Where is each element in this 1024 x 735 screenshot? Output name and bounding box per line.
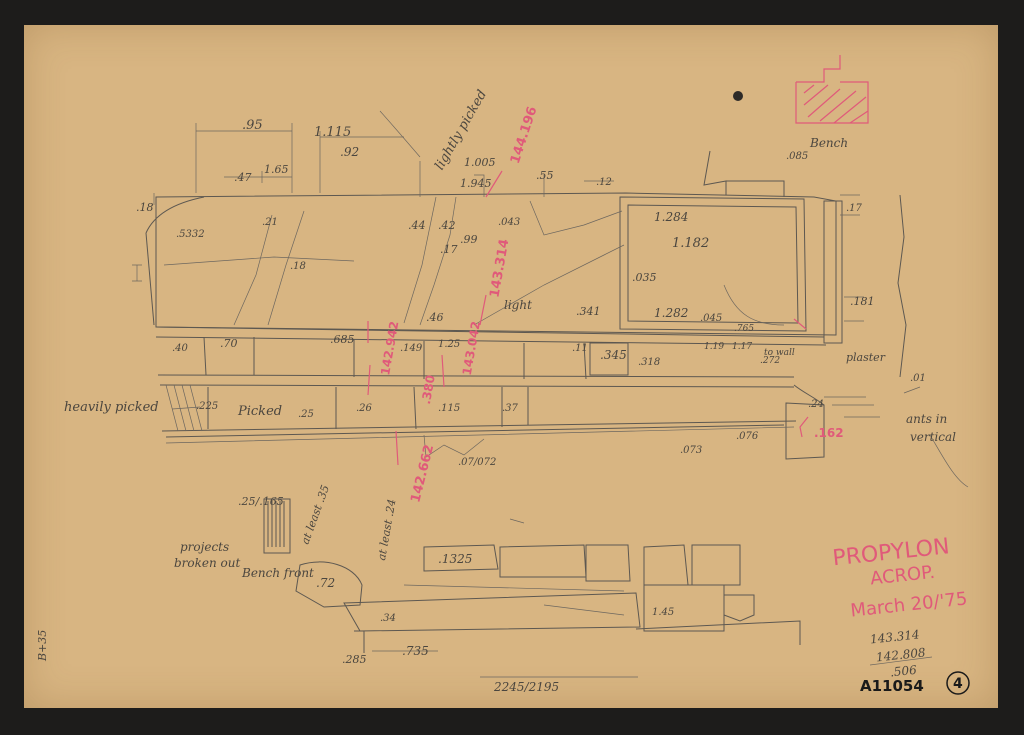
dim-label: .18 <box>136 201 154 214</box>
dim-label: .17 <box>440 243 458 256</box>
note-vertical: vertical <box>910 430 956 444</box>
dim-label: .318 <box>638 357 660 368</box>
dim-label: .12 <box>596 177 612 188</box>
note-light: light <box>504 298 532 312</box>
dim-label: .11 <box>572 343 588 354</box>
dim-label: .345 <box>600 348 627 362</box>
dim-label: .225 <box>196 401 218 412</box>
dim-label: .085 <box>786 151 808 162</box>
dim-label: 1.284 <box>654 210 688 224</box>
dim-label: .18 <box>290 261 306 272</box>
elevation-label: 142.662 <box>408 443 437 504</box>
dim-label: .34 <box>380 613 396 624</box>
dim-label: .685 <box>330 333 355 346</box>
sheet-number: 4 <box>953 676 963 692</box>
dim-label: .17 <box>846 203 863 214</box>
dimension-lines <box>132 110 969 488</box>
dim-label: .341 <box>576 305 601 318</box>
dim-label: .40 <box>172 343 189 354</box>
dim-label: .149 <box>400 343 423 354</box>
red-leaders <box>367 170 809 466</box>
plan-section <box>263 498 801 678</box>
dim-label: .72 <box>316 576 335 590</box>
dim-label: .44 <box>408 219 426 232</box>
sum-b: 142.808 <box>875 645 926 664</box>
note-ants: ants in <box>906 412 947 426</box>
dim-label: .46 <box>426 311 444 324</box>
note-bench: Bench <box>809 136 848 150</box>
note-at-least-b: at least .24 <box>375 498 399 561</box>
dimension-labels: .95 1.115 .92 .47 1.65 1.005 1.945 .55 .… <box>136 118 926 694</box>
dim-label: .26 <box>356 403 373 414</box>
dim-label: .285 <box>342 653 367 666</box>
note-projects: projects <box>180 540 229 554</box>
dim-label: .045 <box>700 313 722 324</box>
dim-label: 1.945 <box>460 177 492 190</box>
title-block: PROPYLON ACROP. March 20/'75 143.314 142… <box>831 534 970 695</box>
architectural-sketch: .95 1.115 .92 .47 1.65 1.005 1.945 .55 .… <box>36 55 970 695</box>
sheet-number-circle <box>946 671 970 695</box>
elevation-label: .380 <box>419 374 438 406</box>
dim-label: .70 <box>220 337 238 350</box>
dim-label: .42 <box>438 219 456 232</box>
elevation-label: .162 <box>814 426 844 440</box>
dim-label: 1.45 <box>652 607 674 618</box>
note-to-wall: to wall <box>764 348 795 358</box>
drawing-sheet: .95 1.115 .92 .47 1.65 1.005 1.945 .55 .… <box>24 25 998 708</box>
sum-c: .506 <box>889 663 917 680</box>
dim-label: 1.19 <box>704 342 724 352</box>
catalog-number: A11054 <box>860 677 924 695</box>
dim-label: 1.115 <box>314 125 351 140</box>
dim-label: .25/.165 <box>238 495 284 508</box>
pencil-notes: heavily picked Picked lightly picked lig… <box>36 88 956 662</box>
dim-label: .24 <box>808 399 824 410</box>
note-picked: Picked <box>237 404 282 419</box>
elevation-label: 143.042 <box>460 320 483 376</box>
title-date: March 20/'75 <box>849 588 968 621</box>
bench-detail <box>733 55 869 124</box>
note-heavily-picked: heavily picked <box>64 400 159 415</box>
dim-label: 1.282 <box>654 306 688 320</box>
note-side: B+35 <box>36 630 49 662</box>
dim-label: .765 <box>734 324 754 334</box>
dim-label: .272 <box>760 356 780 366</box>
dim-label: 1.17 <box>732 342 752 352</box>
dim-label: .01 <box>910 373 926 384</box>
note-at-least-a: at least .35 <box>299 483 332 546</box>
dim-label: 1.25 <box>438 339 460 350</box>
dim-label: .735 <box>402 644 429 658</box>
dim-label: .95 <box>242 118 263 133</box>
dim-label: .25 <box>298 409 314 420</box>
dim-label: .073 <box>680 445 702 456</box>
wall-elevation <box>145 150 907 460</box>
note-bench-front: Bench front <box>241 566 314 580</box>
dim-label: .55 <box>536 169 554 182</box>
dim-label: .035 <box>632 271 657 284</box>
dim-label: 2245/2195 <box>493 680 559 694</box>
note-broken-out: broken out <box>174 556 241 570</box>
dim-label: .076 <box>736 431 759 442</box>
dim-label: 1.005 <box>464 156 496 169</box>
dim-label: .115 <box>438 403 460 414</box>
dim-label: .043 <box>498 217 520 228</box>
dim-label: .37 <box>502 403 519 414</box>
dim-label: .99 <box>460 233 478 246</box>
note-plaster: plaster <box>846 351 886 364</box>
elevation-label: 144.196 <box>508 105 541 166</box>
dim-label: .47 <box>234 171 252 184</box>
dim-label: .1325 <box>438 552 472 566</box>
elevation-label: 142.942 <box>378 320 401 376</box>
sum-a: 143.314 <box>869 627 920 646</box>
dim-label: 1.182 <box>672 236 709 251</box>
dim-label: .92 <box>340 145 359 159</box>
dim-label: .5332 <box>176 229 205 240</box>
dim-label: .21 <box>262 217 278 228</box>
dim-label: .07/072 <box>458 457 496 468</box>
dim-label: 1.65 <box>264 163 289 176</box>
dim-label: .181 <box>850 295 875 308</box>
elevation-label: 143.314 <box>487 238 512 299</box>
